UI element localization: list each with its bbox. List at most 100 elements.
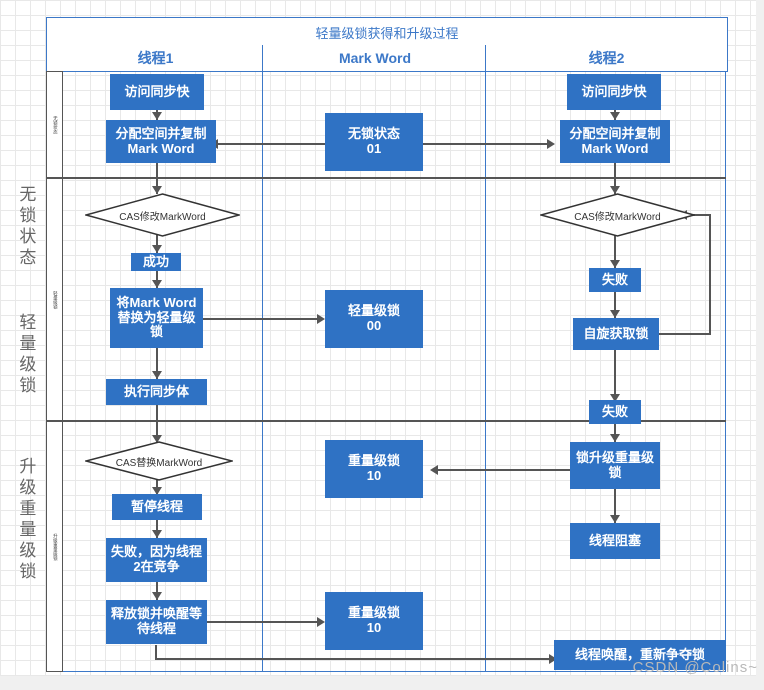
- node-t2-cas-decision[interactable]: CAS修改MarkWord: [540, 193, 695, 237]
- column-header-thread2: 线程2: [485, 45, 728, 72]
- lane-separator-2: [46, 420, 726, 422]
- node-t2-access[interactable]: 访问同步快: [567, 74, 661, 110]
- node-label-line2: 10: [366, 620, 382, 635]
- node-label-line1: 无锁状态: [347, 126, 400, 142]
- arrowhead: [152, 592, 162, 600]
- node-t1-alloc[interactable]: 分配空间并复制Mark Word: [106, 120, 216, 163]
- diamond-shape: [540, 193, 695, 237]
- arrowhead: [152, 245, 162, 253]
- connector-t1-success-replace: [156, 270, 158, 288]
- connector-t2-cas-fail1: [614, 235, 616, 268]
- lane-band-text: 无锁状态: [52, 115, 58, 134]
- node-t1-fail-reason[interactable]: 失败，因为线程2在竞争: [106, 538, 207, 582]
- connector-t2-spin-loop-v: [709, 214, 711, 335]
- node-t1-success[interactable]: 成功: [131, 253, 181, 271]
- lane-label-lightweight: 轻量级锁: [16, 313, 36, 397]
- node-label: 释放锁并唤醒等待线程: [110, 606, 202, 636]
- node-label-line1: 轻量级锁: [347, 303, 400, 319]
- connector-t2-fail1-spin: [614, 292, 616, 318]
- connector-t2-spin-fail2: [614, 350, 616, 400]
- arrowhead: [152, 112, 162, 120]
- node-t2-alloc[interactable]: 分配空间并复制Mark Word: [560, 120, 670, 163]
- node-label: CAS替换MarkWord: [115, 457, 203, 469]
- lane-separator-1: [46, 177, 726, 179]
- node-t2-fail-2[interactable]: 失败: [589, 400, 641, 424]
- connector-t2-spin-loop-h2: [684, 214, 711, 216]
- connector-t1-alloc-cas: [156, 162, 158, 194]
- arrowhead: [610, 434, 620, 442]
- arrowhead: [610, 186, 620, 194]
- connector-t2-upgrade-markword: [435, 469, 570, 471]
- arrowhead: [430, 465, 438, 475]
- node-label: CAS修改MarkWord: [574, 211, 661, 223]
- connector-t2-spin-loop-h1: [659, 333, 711, 335]
- column-separator-1: [262, 71, 263, 672]
- lane-band-unlocked: 无锁状态: [46, 71, 63, 178]
- node-t1-cas-decision[interactable]: CAS修改MarkWord: [85, 193, 240, 237]
- node-t1-execute[interactable]: 执行同步体: [106, 379, 207, 405]
- watermark: CSDN @Colins~: [632, 659, 758, 676]
- node-label-line1: 重量级锁: [347, 605, 400, 621]
- lane-label-unlocked: 无锁状态: [16, 185, 36, 269]
- arrowhead: [152, 186, 162, 194]
- node-label-line2: 00: [366, 318, 382, 333]
- lane-band-upgrade: 升级重量级锁: [46, 421, 63, 672]
- node-t1-access[interactable]: 访问同步快: [110, 74, 204, 110]
- node-t1-replace[interactable]: 将Mark Word替换为轻量级锁: [110, 288, 203, 348]
- diamond-shape: [85, 441, 233, 481]
- diamond-shape: [85, 193, 240, 237]
- connector-markword-t1alloc: [215, 143, 325, 145]
- node-markword-unlocked[interactable]: 无锁状态 01: [325, 113, 423, 171]
- node-markword-heavyweight-2[interactable]: 重量级锁 10: [325, 592, 423, 650]
- connector-t1-release-markword2: [206, 621, 323, 623]
- connector-t1-cas2-pause: [156, 479, 158, 494]
- diagram-title: 轻量级锁获得和升级过程: [46, 17, 728, 47]
- lane-band-text: 升级重量级锁: [52, 533, 58, 560]
- node-label-line2: 01: [366, 141, 382, 156]
- lane-band-lightweight: 轻量级锁: [46, 178, 63, 421]
- node-t2-wake[interactable]: 线程唤醒，重新争夺锁: [554, 640, 726, 670]
- node-markword-lightweight[interactable]: 轻量级锁 00: [325, 290, 423, 348]
- node-t2-upgrade[interactable]: 锁升级重量级锁: [570, 442, 660, 489]
- connector-t1-replace-markword: [203, 318, 323, 320]
- node-t2-spin[interactable]: 自旋获取锁: [573, 318, 659, 350]
- connector-t1-failreason-release: [156, 582, 158, 600]
- node-t2-block[interactable]: 线程阻塞: [570, 523, 660, 559]
- node-t1-pause[interactable]: 暂停线程: [112, 494, 202, 520]
- node-label: CAS修改MarkWord: [119, 211, 206, 223]
- arrowhead: [610, 310, 620, 318]
- column-header-thread1: 线程1: [46, 45, 265, 72]
- node-label: 分配空间并复制Mark Word: [569, 125, 661, 156]
- lane-band-text: 轻量级锁: [52, 290, 58, 309]
- connector-t1-replace-execute: [156, 347, 158, 379]
- connector-t1-cas-success: [156, 235, 158, 253]
- arrowhead: [549, 654, 557, 664]
- connector-t2-upgrade-block: [614, 489, 616, 523]
- connector-markword-t2alloc: [423, 143, 553, 145]
- node-label-line1: 重量级锁: [347, 453, 400, 469]
- arrowhead: [610, 515, 620, 523]
- connector-t1-pause-failreason: [156, 520, 158, 538]
- arrowhead: [152, 487, 162, 495]
- arrowhead: [152, 530, 162, 538]
- node-t2-fail-1[interactable]: 失败: [589, 268, 641, 292]
- connector-t1-release-wake-v: [155, 645, 157, 660]
- arrowhead: [152, 280, 162, 288]
- node-label: 失败，因为线程2在竞争: [110, 544, 202, 574]
- arrowhead: [610, 112, 620, 120]
- connector-t1-execute-cas2: [156, 403, 158, 443]
- arrowhead: [547, 139, 555, 149]
- arrowhead: [152, 435, 162, 443]
- node-label: 锁升级重量级锁: [575, 449, 654, 480]
- node-t1-cas2-decision[interactable]: CAS替换MarkWord: [85, 441, 233, 481]
- node-markword-heavyweight-1[interactable]: 重量级锁 10: [325, 440, 423, 498]
- column-header-markword: Mark Word: [262, 45, 488, 72]
- connector-t1-release-wake-h: [155, 658, 555, 660]
- node-t1-release[interactable]: 释放锁并唤醒等待线程: [106, 600, 207, 644]
- arrowhead: [317, 617, 325, 627]
- connector-t2-fail2-upgrade: [614, 424, 616, 442]
- node-label: 将Mark Word替换为轻量级锁: [116, 294, 197, 340]
- lane-label-upgrade: 升级重量级锁: [16, 457, 36, 583]
- arrowhead: [610, 260, 620, 268]
